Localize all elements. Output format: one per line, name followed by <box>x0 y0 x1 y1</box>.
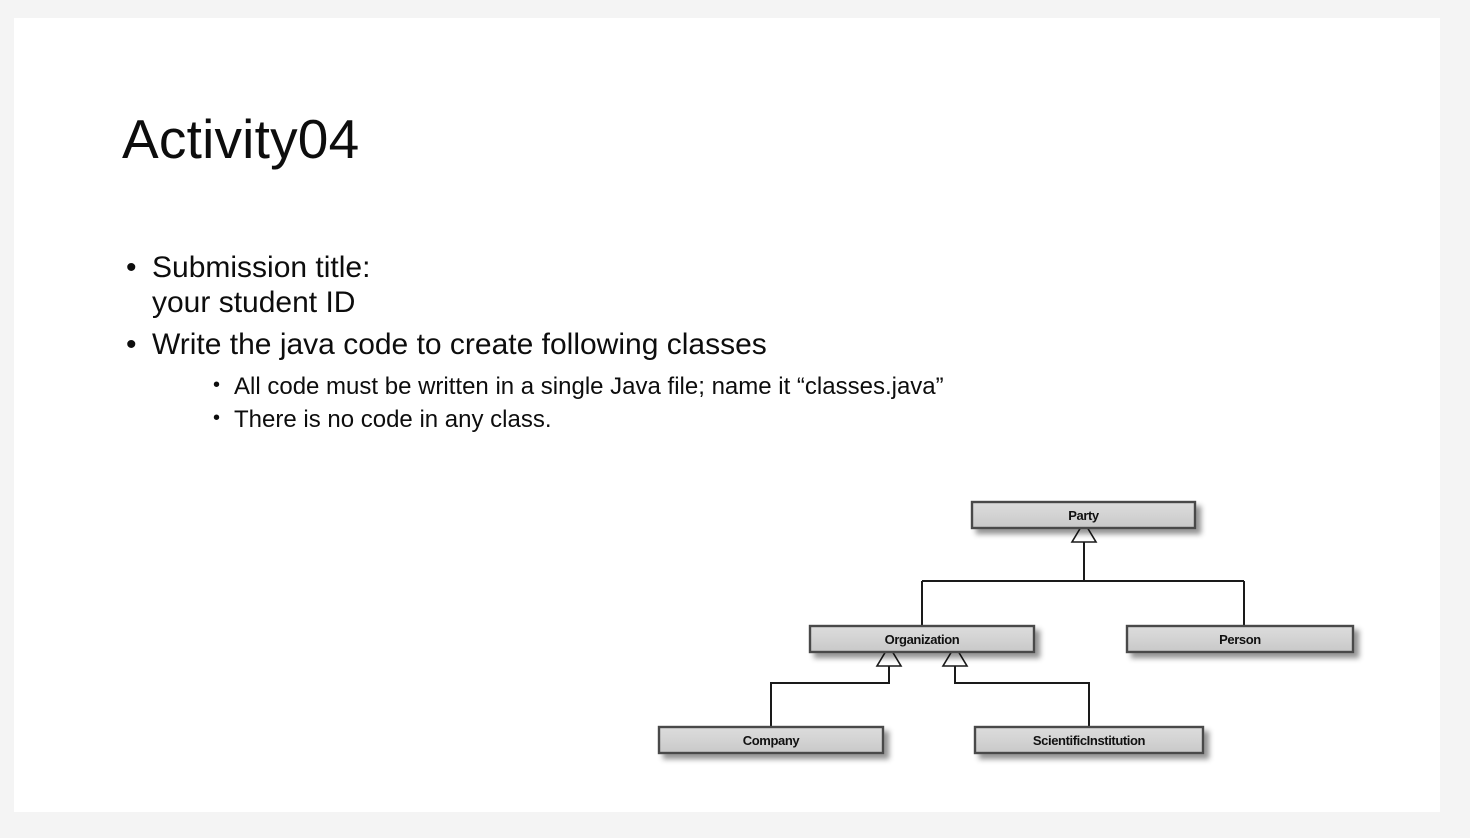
uml-class-party[interactable]: Party <box>970 500 1197 530</box>
uml-arrowheads <box>875 520 1098 667</box>
edge-company-to-organization <box>770 662 890 727</box>
bullet-write-java-code: • Write the java code to create followin… <box>122 327 1302 436</box>
uml-class-organization[interactable]: Organization <box>808 624 1036 654</box>
uml-class-company[interactable]: Company <box>657 725 885 755</box>
sub-bullet-text: All code must be written in a single Jav… <box>234 373 944 401</box>
generalization-arrow-to-party <box>1070 520 1098 543</box>
uml-class-diagram: Party Organization Person Company Scient… <box>614 478 1414 788</box>
bullet-text-line1: Submission title: <box>152 251 371 284</box>
class-box-party[interactable] <box>970 500 1197 530</box>
edge-scientificinstitution-to-organization <box>954 662 1090 727</box>
sub-bullet-single-java-file: • All code must be written in a single J… <box>210 372 1302 403</box>
class-box-person[interactable] <box>1125 624 1355 654</box>
bullet-marker: • <box>126 251 137 284</box>
uml-class-scientificinstitution[interactable]: ScientificInstitution <box>973 725 1205 755</box>
sub-bullet-list: • All code must be written in a single J… <box>210 372 1302 435</box>
class-box-company[interactable] <box>657 725 885 755</box>
class-box-scientificinstitution[interactable] <box>973 725 1205 755</box>
bullet-marker: • <box>126 327 137 361</box>
slide-canvas: Activity04 • Submission title: your stud… <box>14 18 1440 812</box>
sub-bullet-text: There is no code in any class. <box>234 405 552 433</box>
generalization-arrow-to-organization-left <box>875 644 903 667</box>
bullet-submission-title: • Submission title: your student ID <box>122 250 1302 321</box>
class-label-party: Party <box>1068 508 1100 523</box>
class-label-company: Company <box>743 733 801 748</box>
slide-body: • Submission title: your student ID • Wr… <box>122 250 1302 442</box>
class-label-scientificinstitution: ScientificInstitution <box>1033 733 1146 748</box>
sub-bullet-marker: • <box>213 374 221 397</box>
class-label-organization: Organization <box>885 632 960 647</box>
class-box-organization[interactable] <box>808 624 1036 654</box>
bullet-text: Write the java code to create following … <box>152 327 767 361</box>
uml-connectors <box>770 538 1245 727</box>
sub-bullet-marker: • <box>213 406 221 429</box>
sub-bullet-no-code: • There is no code in any class. <box>210 405 1302 436</box>
bullet-text-line2: your student ID <box>152 286 356 320</box>
uml-class-person[interactable]: Person <box>1125 624 1355 654</box>
page-title: Activity04 <box>122 108 360 170</box>
generalization-arrow-to-organization-right <box>941 644 969 667</box>
class-label-person: Person <box>1219 632 1261 647</box>
